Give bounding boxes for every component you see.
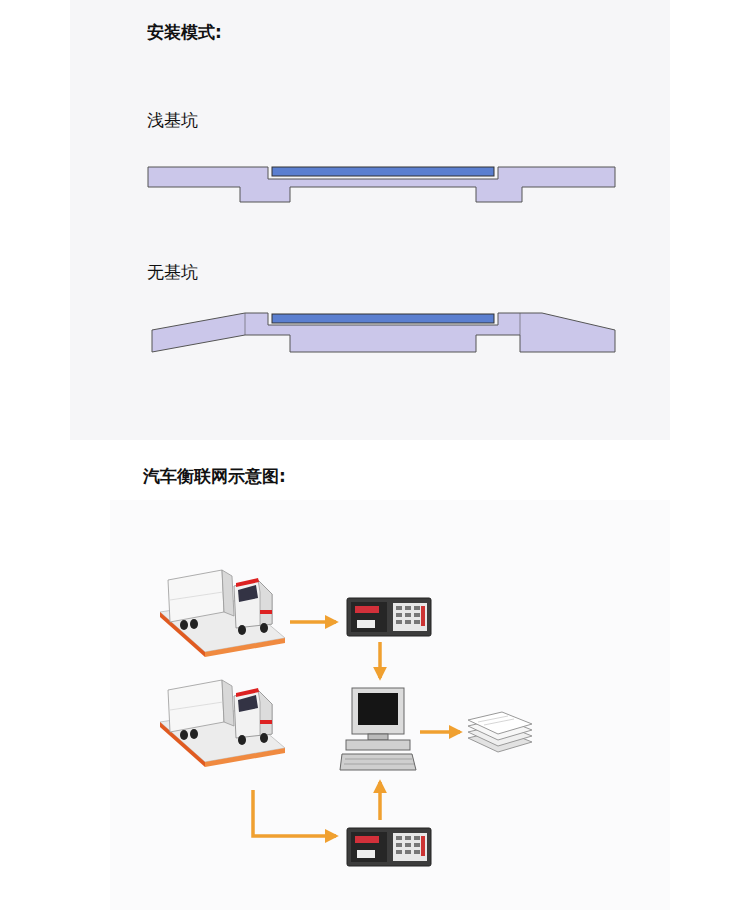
illustration-part [344, 764, 414, 765]
illustration-part [290, 620, 336, 624]
weighing-indicator [347, 598, 431, 636]
illustration-part [148, 167, 615, 202]
illustration-part [378, 782, 382, 820]
truck-scale [160, 570, 285, 657]
illustration-part [368, 734, 388, 740]
illustration-part [484, 719, 514, 725]
section-label: 浅基坑 [147, 110, 198, 130]
shallow-pit-section [148, 167, 615, 202]
page-ground [70, 0, 670, 440]
illustration-part [420, 730, 460, 734]
computer [340, 688, 416, 770]
no-pit-section [152, 313, 615, 352]
section-heading: 汽车衡联网示意图: [143, 466, 286, 486]
flow-arrow [253, 622, 460, 836]
illustration-part [340, 754, 416, 770]
scale-platform [272, 167, 494, 176]
illustration-part [245, 313, 246, 335]
illustration-part [352, 688, 404, 734]
weighing-indicator [347, 828, 431, 866]
illustration-part [346, 740, 410, 750]
illustration-part [468, 712, 532, 734]
illustration-part [378, 642, 382, 678]
section-label: 无基坑 [147, 262, 198, 282]
truck-scale [160, 680, 285, 767]
illustration-part [253, 790, 336, 836]
illustration-part [520, 313, 521, 335]
illustration-part [358, 693, 398, 725]
printout-stack [468, 712, 532, 752]
scale-platform [272, 314, 494, 323]
illustration-part [345, 759, 412, 760]
illustration-part [152, 313, 615, 352]
section-heading: 安装模式: [147, 22, 222, 42]
page-ground [110, 500, 670, 910]
